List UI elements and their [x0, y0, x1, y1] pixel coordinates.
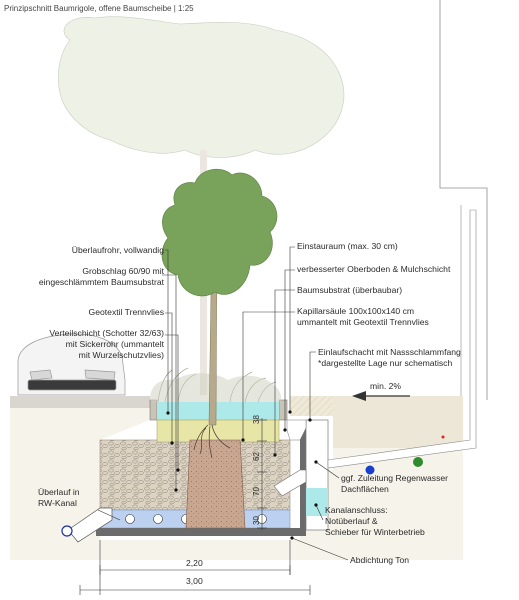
street-surface — [10, 396, 150, 408]
label-einstauraum: Einstauraum (max. 30 cm) — [297, 241, 398, 251]
label-rw-kanal-1: Überlauf in — [38, 487, 80, 497]
label-zuleitung-2: Dachflächen — [341, 484, 389, 494]
label-verteilschicht-2: mit Sickerrohr (ummantelt — [65, 339, 164, 349]
inlet-shaft-water — [306, 488, 328, 516]
label-ueberlaufrohr: Überlaufrohr, vollwandig — [71, 245, 164, 255]
label-grobschlag-1: Grobschlag 60/90 mit — [82, 266, 164, 276]
drawing-title: Prinzipschnitt Baumrigole, offene Baumsc… — [4, 4, 194, 13]
inlet-connector — [273, 469, 307, 497]
label-baumsubstrat: Baumsubstrat (überbaubar) — [297, 285, 403, 295]
marker-blue — [365, 465, 375, 475]
label-einlaufschacht-2: *dargestellte Lage nur schematisch — [318, 358, 453, 368]
dim-30: 30 — [252, 516, 261, 525]
label-kapillarsaeule-2: ummantelt mit Geotextil Trennvlies — [297, 317, 429, 327]
tree-canopy — [161, 168, 278, 297]
slope-arrow-head — [352, 391, 366, 401]
dim-70: 70 — [252, 487, 261, 496]
ground-right-hatch — [290, 396, 333, 416]
label-abdichtung: Abdichtung Ton — [350, 555, 410, 565]
marker-red — [441, 435, 445, 439]
dim-62: 62 — [252, 452, 261, 461]
overflow-pipe-left — [67, 507, 113, 543]
leader-dots — [166, 410, 318, 540]
label-kanalanschluss-3: Schieber für Winterbetrieb — [325, 527, 425, 537]
curb-left — [149, 399, 158, 421]
label-grobschlag-2: eingeschlämmtem Baumsubstrat — [38, 277, 164, 287]
dimension-chain-vertical — [257, 418, 267, 530]
root-ball — [193, 424, 231, 459]
dim-width-inner: 2,20 — [186, 558, 203, 568]
dim-width-outer: 3,00 — [186, 576, 203, 586]
label-einlaufschacht-1: Einlaufschacht mit Nassschlammfang — [318, 347, 461, 357]
overflow-pipe-end — [61, 525, 73, 537]
leader-lines — [97, 246, 349, 561]
substrate-column — [185, 439, 246, 529]
label-kapillarsaeule-1: Kapillarsäule 100x100x140 cm — [297, 306, 415, 316]
label-verteilschicht-3: mit Wurzelschutzvlies) — [78, 350, 164, 360]
water-storage — [157, 402, 279, 420]
label-gefaelle: min. 2% — [370, 381, 402, 391]
label-kanalanschluss-2: Notüberlauf & — [325, 516, 378, 526]
soil-body — [10, 408, 463, 560]
car-silhouette — [17, 333, 126, 396]
label-oberboden: verbesserter Oberboden & Mulchschicht — [297, 264, 451, 274]
roof-drain-pipe — [327, 209, 477, 469]
label-zuleitung-1: ggf. Zuleitung Regenwasser — [341, 473, 449, 483]
dim-38: 38 — [252, 415, 261, 424]
curb-right — [278, 399, 288, 421]
inlet-gutter — [286, 419, 307, 441]
building-outline — [439, 0, 488, 400]
tree-canopy-background — [57, 16, 345, 158]
ground-right — [333, 396, 463, 448]
label-rw-kanal-2: RW-Kanal — [38, 498, 77, 508]
label-verteilschicht-1: Verteilschicht (Schotter 32/63) — [49, 328, 164, 338]
marker-green — [413, 457, 423, 467]
label-kanalanschluss-1: Kanalanschluss: — [325, 505, 388, 515]
dimension-bottom — [79, 540, 311, 595]
label-geotextil: Geotextil Trennvlies — [88, 307, 164, 317]
